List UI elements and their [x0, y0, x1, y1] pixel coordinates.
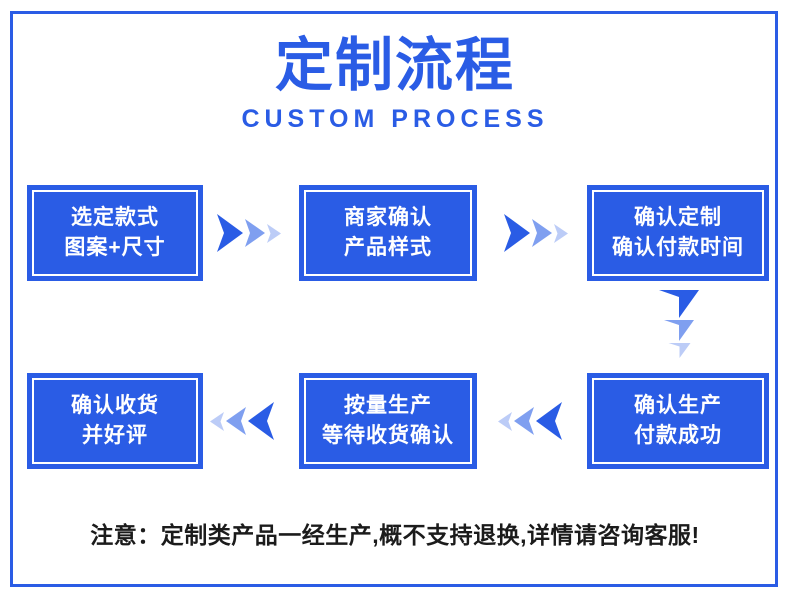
- chevron-down-icon-large: [659, 290, 699, 318]
- process-step-6-line2: 并好评: [82, 424, 148, 447]
- chevron-right-icon-medium: [532, 219, 552, 247]
- process-step-2-line1: 商家确认: [344, 206, 432, 229]
- process-step-4-line2: 付款成功: [634, 424, 722, 447]
- chevron-left-icon-medium: [514, 407, 534, 435]
- process-step-6[interactable]: 确认收货 并好评: [27, 373, 203, 469]
- chevron-left-icon-small: [210, 411, 224, 431]
- notice-text: 注意：定制类产品一经生产,概不支持退换,详情请咨询客服!: [90, 522, 700, 548]
- chevron-right-icon-large: [217, 214, 243, 252]
- process-step-4-inner: 确认生产 付款成功: [592, 378, 764, 464]
- process-step-1[interactable]: 选定款式 图案+尺寸: [27, 185, 203, 281]
- connector-down-1: [648, 289, 710, 365]
- process-step-2[interactable]: 商家确认 产品样式: [299, 185, 477, 281]
- chevron-left-icon-small: [498, 411, 512, 431]
- chevron-right-icon-medium: [245, 219, 265, 247]
- process-step-5-inner: 按量生产 等待收货确认: [304, 378, 472, 464]
- chevron-left-icon-medium: [226, 407, 246, 435]
- process-step-1-line1: 选定款式: [71, 206, 159, 229]
- chevron-right-icon-small: [554, 223, 568, 243]
- process-step-5-line1: 按量生产: [344, 394, 432, 417]
- process-step-4-line1: 确认生产: [634, 394, 722, 417]
- chevron-right-icon-small: [267, 223, 281, 243]
- process-step-2-line2: 产品样式: [344, 236, 432, 259]
- chevron-down-icon-medium: [664, 320, 694, 341]
- page-title: 定制流程 CUSTOM PROCESS: [0, 34, 790, 134]
- chevron-down-icon-small: [668, 343, 690, 358]
- process-step-6-line1: 确认收货: [71, 394, 159, 417]
- chevron-left-icon-large: [248, 402, 274, 440]
- title-chinese: 定制流程: [274, 33, 515, 98]
- title-english: CUSTOM PROCESS: [241, 105, 549, 133]
- connector-left-1: [497, 400, 577, 442]
- process-step-5[interactable]: 按量生产 等待收货确认: [299, 373, 477, 469]
- process-step-1-inner: 选定款式 图案+尺寸: [32, 190, 198, 276]
- process-step-3[interactable]: 确认定制 确认付款时间: [587, 185, 769, 281]
- process-step-6-inner: 确认收货 并好评: [32, 378, 198, 464]
- process-step-3-inner: 确认定制 确认付款时间: [592, 190, 764, 276]
- connector-right-2: [503, 212, 579, 254]
- process-step-3-line1: 确认定制: [634, 206, 722, 229]
- process-step-5-line2: 等待收货确认: [322, 424, 454, 447]
- chevron-right-icon-large: [504, 214, 530, 252]
- chevron-left-icon-large: [536, 402, 562, 440]
- connector-left-2: [209, 400, 289, 442]
- process-step-2-inner: 商家确认 产品样式: [304, 190, 472, 276]
- process-step-3-line2: 确认付款时间: [612, 236, 744, 259]
- process-step-4[interactable]: 确认生产 付款成功: [587, 373, 769, 469]
- process-step-1-line2: 图案+尺寸: [64, 236, 166, 259]
- connector-right-1: [216, 212, 290, 254]
